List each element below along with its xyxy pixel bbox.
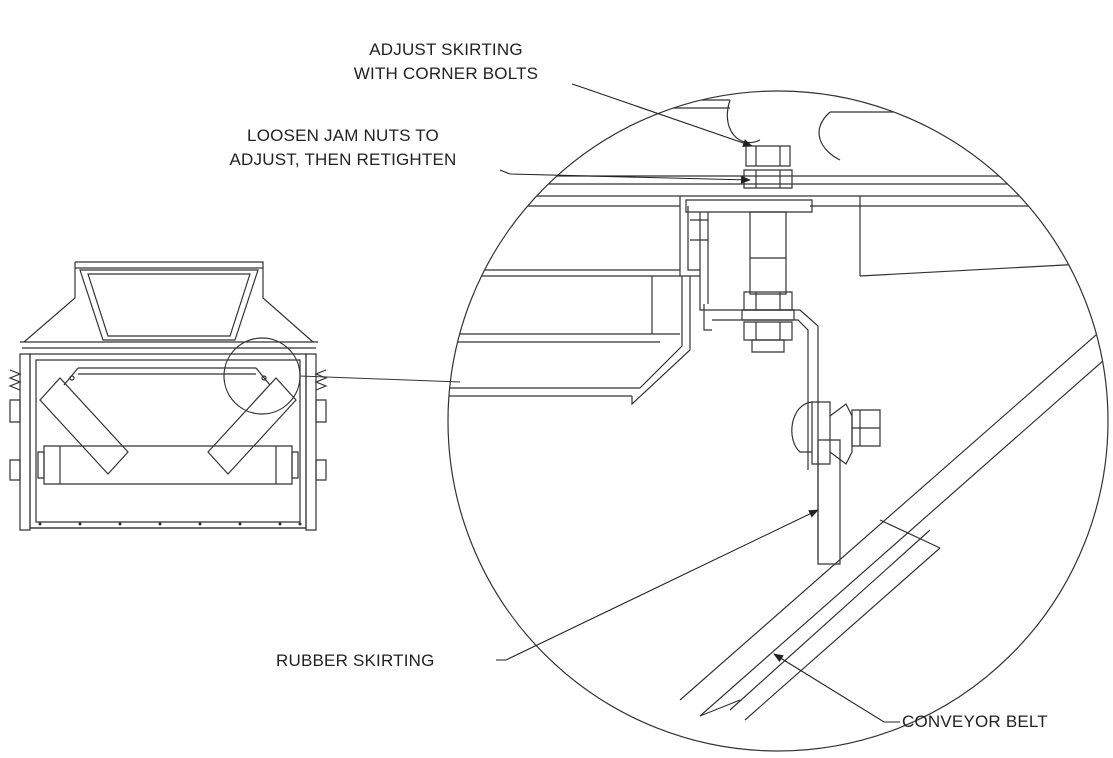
channel-beam (440, 270, 690, 404)
callout-corner-bolts-line2: WITH CORNER BOLTS (353, 64, 539, 83)
leader-corner-bolts (572, 84, 753, 147)
skirting-bar (64, 368, 270, 385)
idler-rollers (38, 378, 298, 484)
detail-leader-line (300, 376, 460, 382)
leader-rubber-skirting (496, 510, 819, 660)
callout-rubber-skirting: RUBBER SKIRTING (276, 651, 435, 670)
mounting-bracket (680, 196, 812, 310)
conveyor-belt-section (680, 320, 1113, 720)
callout-corner-bolts: ADJUST SKIRTING WITH CORNER BOLTS (316, 38, 576, 86)
callout-jam-nuts: LOOSEN JAM NUTS TO ADJUST, THEN RETIGHTE… (178, 124, 508, 172)
leader-conveyor-belt (773, 653, 900, 722)
rubber-skirting-strip (818, 440, 840, 564)
hopper-outline (24, 262, 313, 342)
callout-corner-bolts-line1: ADJUST SKIRTING (369, 40, 523, 59)
skirtboard-frame (10, 342, 326, 530)
callout-leaders (496, 84, 900, 722)
conveyor-cross-section-view (10, 262, 326, 530)
callout-conveyor-belt: CONVEYOR BELT (902, 712, 1048, 731)
corner-bolt-assembly (742, 146, 794, 352)
detail-circle (448, 91, 1108, 751)
leader-jam-nuts (500, 170, 751, 184)
skirting-clamp-plate (704, 304, 818, 560)
detail-view (440, 91, 1113, 751)
clamp-bolt (792, 402, 880, 464)
callout-jam-nuts-line2: ADJUST, THEN RETIGHTEN (229, 150, 457, 169)
callout-jam-nuts-line1: LOOSEN JAM NUTS TO (247, 126, 439, 145)
frame-bolt-dots (38, 522, 302, 526)
